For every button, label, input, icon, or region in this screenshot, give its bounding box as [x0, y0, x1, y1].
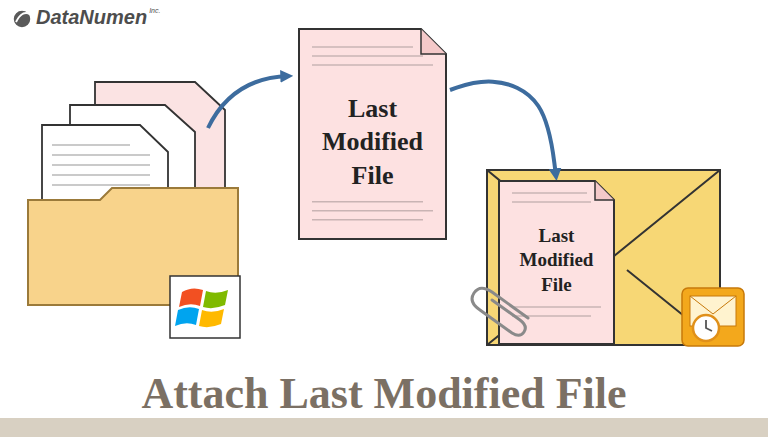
text-line [512, 315, 591, 317]
text-line [312, 201, 423, 203]
outlook-icon [682, 288, 744, 346]
document-title: Last Modified File [506, 224, 607, 297]
text-line [312, 46, 413, 48]
text-line [312, 210, 433, 212]
document-title: Last Modified File [306, 92, 439, 192]
text-line [512, 306, 601, 308]
flow-arrow [450, 82, 556, 176]
bottom-band [0, 418, 768, 437]
text-line [512, 201, 591, 203]
page-fold [595, 181, 614, 200]
text-line [312, 219, 423, 221]
text-line [312, 64, 433, 66]
brand-suffix: Inc. [149, 7, 160, 14]
text-line [312, 55, 423, 57]
title: Attach Last Modified File [0, 368, 768, 419]
document-page: Last Modified File [498, 180, 615, 345]
text-line [512, 192, 587, 194]
page-fold [421, 29, 446, 54]
windows-logo [170, 276, 240, 338]
document-page: Last Modified File [298, 28, 447, 240]
flow-arrow [208, 76, 288, 128]
page [499, 181, 614, 344]
logo-icon [13, 10, 31, 28]
paperclip [472, 288, 528, 335]
page [299, 29, 446, 239]
brand-name: DataNumen [36, 6, 147, 29]
